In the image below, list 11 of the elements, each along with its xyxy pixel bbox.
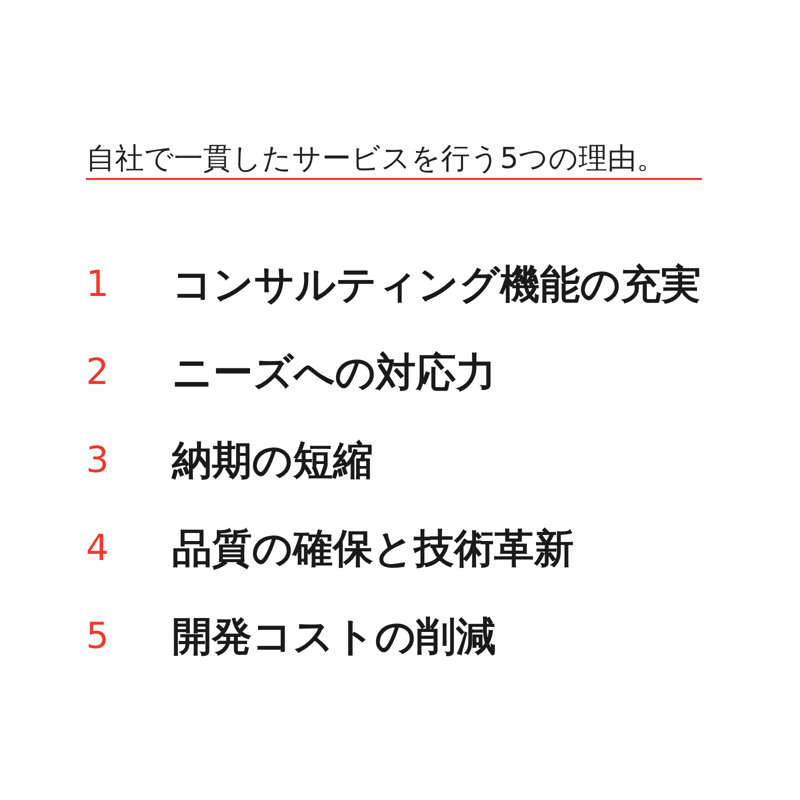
list-number: 4 [86,531,110,567]
list-number: 3 [86,443,110,479]
title: 自社で一貫したサービスを行う5つの理由。 [86,140,702,180]
list-item-text: コンサルティング機能の充実 [172,265,701,305]
list-item-text: ニーズへの対応力 [172,353,496,393]
list-item-text: 開発コストの削減 [172,617,496,657]
list-number: 2 [86,355,110,391]
list-number: 5 [86,619,110,655]
list-number: 1 [86,267,110,303]
list-item-text: 品質の確保と技術革新 [172,529,574,569]
list-item-text: 納期の短縮 [172,441,373,481]
